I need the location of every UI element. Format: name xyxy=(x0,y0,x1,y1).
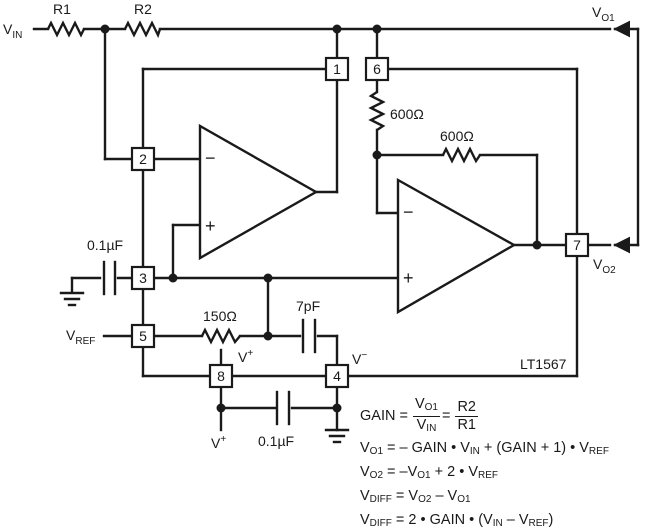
vminus-pin4-label: V− xyxy=(352,350,367,367)
svg-text:2: 2 xyxy=(139,151,147,167)
gain-voltage-fraction: VO1 VIN xyxy=(412,395,440,434)
vdiff-gain-equation: VDIFF = 2 • GAIN • (VIN – VREF) xyxy=(360,512,554,529)
svg-text:3: 3 xyxy=(139,270,147,286)
capacitor-7pf xyxy=(301,318,317,354)
gain-equation: GAIN = VO1 VIN = R2 R1 xyxy=(360,396,650,436)
pin-7: 7 xyxy=(564,232,590,258)
resistor-r1 xyxy=(46,20,86,38)
svg-text:6: 6 xyxy=(373,61,381,77)
cap-left-label: 0.1µF xyxy=(87,237,123,253)
cap-7pf-label: 7pF xyxy=(296,298,320,314)
r600-top-label: 600Ω xyxy=(390,106,424,122)
capacitor-bottom-01uf xyxy=(275,390,291,426)
vplus-pin8-label: V+ xyxy=(238,348,253,365)
svg-text:5: 5 xyxy=(139,328,147,344)
vref-label: VREF xyxy=(66,327,95,347)
resistor-150 xyxy=(200,327,241,345)
svg-text:4: 4 xyxy=(333,368,341,384)
wiring xyxy=(32,20,640,432)
vdiff-equation: VDIFF = VO2 – VO1 xyxy=(360,488,471,505)
resistor-600-top xyxy=(368,91,386,131)
vo2-equation: VO2 = –VO1 + 2 • VREF xyxy=(360,464,499,481)
ground-icon xyxy=(59,291,85,307)
svg-text:8: 8 xyxy=(217,368,225,384)
pin-5: 5 xyxy=(130,323,156,349)
ground-icon xyxy=(324,428,350,444)
part-label: LT1567 xyxy=(520,356,567,372)
pin-4: 4 xyxy=(324,363,350,389)
opamp-2-plus: + xyxy=(403,268,414,288)
opamp-2-minus: − xyxy=(403,202,414,222)
vo1-label: VO1 xyxy=(592,4,615,24)
r1-label: R1 xyxy=(53,1,71,17)
gain-resistor-fraction: R2 R1 xyxy=(455,398,478,433)
opamp-1 xyxy=(198,123,319,261)
pin-1: 1 xyxy=(324,56,350,82)
pin-6: 6 xyxy=(364,56,390,82)
resistor-600-feedback xyxy=(441,146,481,164)
capacitor-left-01uf xyxy=(102,260,117,296)
svg-text:7: 7 xyxy=(573,237,581,253)
vplus-bottom-label: V+ xyxy=(211,434,226,451)
pin-3: 3 xyxy=(130,265,156,291)
junction-dots xyxy=(100,24,542,413)
opamp-2 xyxy=(396,177,517,315)
r600-feedback-label: 600Ω xyxy=(440,128,474,144)
opamp-1-minus: − xyxy=(205,148,216,168)
vo1-equation: VO1 = – GAIN • VIN + (GAIN + 1) • VREF xyxy=(360,440,609,457)
cap-bottom-label: 0.1µF xyxy=(258,433,294,449)
resistor-r2 xyxy=(123,20,162,39)
vin-label: VIN xyxy=(3,21,22,41)
pin-8: 8 xyxy=(208,363,234,389)
r2-label: R2 xyxy=(134,1,152,17)
vo2-label: VO2 xyxy=(593,256,616,276)
svg-text:1: 1 xyxy=(333,61,341,77)
pin-2: 2 xyxy=(130,146,156,172)
r150-label: 150Ω xyxy=(203,308,237,324)
equations-block: GAIN = VO1 VIN = R2 R1 VO1 = – GAIN • VI… xyxy=(360,396,650,529)
opamp-1-plus: + xyxy=(205,216,216,236)
